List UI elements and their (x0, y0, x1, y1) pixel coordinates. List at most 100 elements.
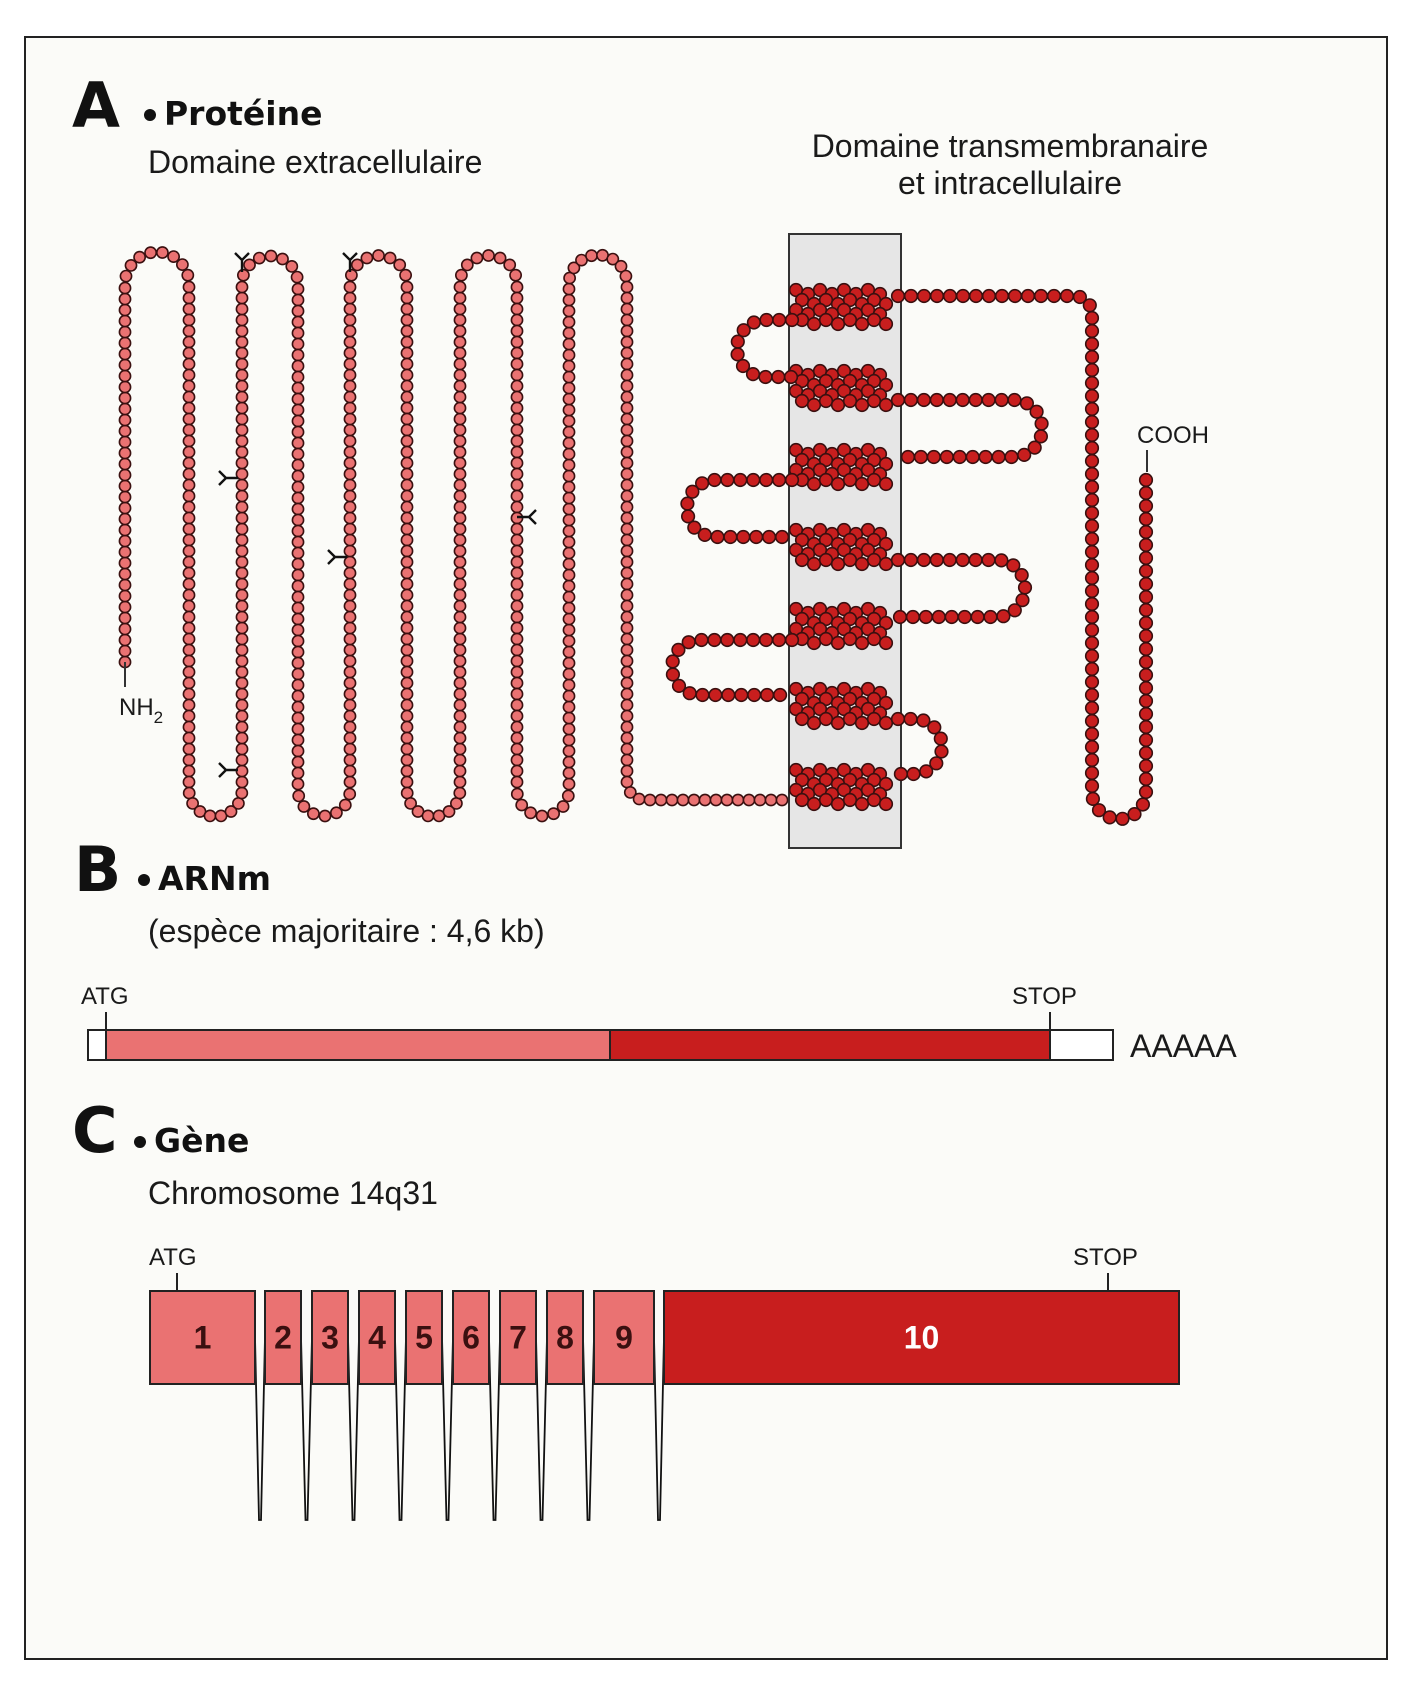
extracellular-residue (400, 445, 414, 459)
extracellular-residue (290, 270, 304, 284)
gene-subtitle: Chromosome 14q31 (148, 1175, 438, 1211)
extracellular-residue (235, 577, 249, 591)
extracellular-residue (453, 665, 467, 679)
extracellular-residue (620, 731, 634, 745)
extracellular-residue (510, 335, 524, 349)
extracellular-residue (562, 722, 576, 736)
tm-residue (866, 792, 882, 808)
extracellular-residue (235, 412, 249, 426)
extracellular-residue (620, 357, 634, 371)
extracellular-residue (400, 709, 414, 723)
tm-residue (758, 632, 774, 648)
extracellular-residue (291, 755, 305, 769)
tm-residue (830, 476, 846, 492)
extracellular-residue (291, 458, 305, 472)
extracellular-residue (454, 268, 468, 282)
extracellular-residue (400, 742, 414, 756)
tm-residue (771, 472, 787, 488)
extracellular-residue (291, 568, 305, 582)
tm-residue (878, 796, 894, 812)
tm-residue (794, 552, 810, 568)
tm-residue (734, 687, 749, 703)
tm-residue (730, 347, 745, 362)
extracellular-residue (186, 797, 199, 810)
extracellular-residue (623, 786, 637, 799)
extracellular-residue (562, 348, 576, 362)
extracellular-residue (182, 720, 196, 734)
tm-residue (1084, 596, 1100, 612)
tm-residue (806, 556, 822, 572)
exon-box (358, 1290, 396, 1385)
extracellular-residue (510, 302, 524, 316)
extracellular-residue (400, 632, 414, 646)
extracellular-residue (400, 621, 414, 635)
tm-residue (1138, 680, 1154, 696)
tm-residue (818, 472, 834, 488)
tm-residue (1084, 687, 1100, 703)
extracellular-residue (400, 500, 414, 514)
extracellular-residue (343, 412, 357, 426)
tm-residue (745, 367, 761, 382)
tm-residue (983, 609, 998, 625)
tm-residue (1084, 739, 1100, 755)
extracellular-residue (343, 401, 357, 415)
extracellular-residue (118, 556, 132, 570)
extracellular-residue (343, 775, 357, 789)
tm-residue (1084, 492, 1100, 508)
glycosylation-site-icon (218, 470, 238, 486)
tm-residue (1138, 498, 1154, 514)
extracellular-residue (182, 500, 196, 514)
extracellular-residue (453, 346, 467, 360)
extracellular-residue (182, 511, 196, 525)
extracellular-residue (343, 522, 357, 536)
tm-residue (918, 609, 934, 625)
extracellular-residue (753, 793, 767, 807)
extracellular-residue (343, 302, 357, 316)
tm-residue (1084, 479, 1100, 495)
extracellular-residue (562, 315, 576, 329)
extracellular-residue (620, 456, 634, 470)
extracellular-residue (620, 434, 634, 448)
tm-residue (952, 449, 967, 465)
extracellular-residue (562, 458, 576, 472)
tm-residue (794, 711, 810, 727)
extracellular-residue (400, 599, 414, 613)
tm-helix (788, 681, 894, 731)
extracellular-residue (562, 403, 576, 417)
extracellular-residue (343, 753, 357, 767)
section-c-title: Gène (154, 1121, 249, 1160)
extracellular-residue (400, 731, 414, 745)
extracellular-residue (453, 313, 467, 327)
tm-residue (1138, 615, 1154, 631)
bullet-icon (138, 874, 150, 886)
tm-residue (942, 288, 958, 304)
extracellular-residue (235, 434, 249, 448)
extracellular-residue (665, 793, 679, 807)
extracellular-residue (285, 259, 299, 273)
extracellular-residue (562, 634, 576, 648)
tm-residue (994, 392, 1009, 408)
extracellular-residue (343, 599, 357, 613)
extracellular-residue (620, 478, 634, 492)
extracellular-residue (182, 621, 196, 635)
extracellular-residue (329, 806, 343, 820)
intron (582, 1337, 595, 1521)
tm-residue (944, 609, 959, 625)
extracellular-residue (235, 324, 249, 338)
extracellular-residue (338, 798, 352, 812)
extracellular-residue (182, 522, 196, 536)
extracellular-residue (343, 544, 357, 558)
extracellular-residue (510, 787, 524, 801)
extracellular-residue (562, 480, 576, 494)
extracellular-residue (400, 467, 414, 481)
extracellular-residue (620, 775, 634, 789)
extracellular-residue (453, 357, 467, 371)
extracellular-residue (235, 291, 249, 305)
extracellular-residue (235, 456, 249, 470)
extracellular-residue (676, 793, 690, 807)
extracellular-residue (167, 250, 180, 263)
tm-helix (788, 363, 894, 413)
extracellular-residue (343, 489, 357, 503)
extracellular-residue (235, 786, 249, 800)
extracellular-residue (510, 621, 524, 635)
